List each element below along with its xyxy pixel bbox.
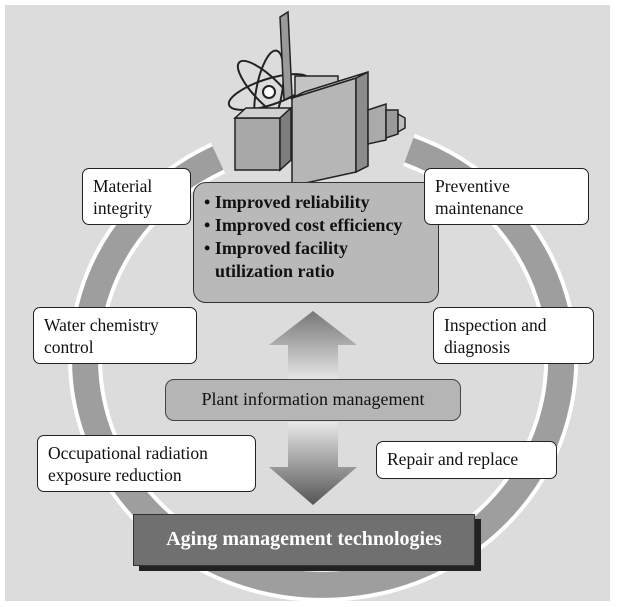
benefit-item: • Improved cost efficiency bbox=[204, 215, 403, 235]
chimney-icon bbox=[279, 10, 293, 102]
box-line: Repair and replace bbox=[387, 449, 519, 469]
box-line: Water chemistry bbox=[44, 315, 159, 335]
box-line: control bbox=[44, 337, 94, 357]
water-chemistry-control-box: Water chemistry control bbox=[33, 307, 197, 364]
box-line: integrity bbox=[93, 198, 153, 218]
inspection-and-diagnosis-box: Inspection and diagnosis bbox=[433, 307, 594, 364]
down-arrow bbox=[269, 422, 357, 505]
material-integrity-box: Material integrity bbox=[82, 168, 191, 225]
plant-information-management-box: Plant information management bbox=[165, 379, 461, 421]
cycle-ring bbox=[68, 134, 579, 602]
plant-illustration bbox=[227, 10, 406, 187]
benefit-item-continuation: utilization ratio bbox=[215, 261, 335, 281]
benefit-item: • Improved facility bbox=[204, 238, 348, 258]
box-line: Preventive bbox=[435, 176, 510, 196]
steam-turbine-icon bbox=[233, 70, 406, 187]
occupational-radiation-exposure-reduction-box: Occupational radiation exposure reductio… bbox=[37, 435, 256, 492]
box-line: exposure reduction bbox=[48, 465, 182, 485]
box-line: Inspection and bbox=[444, 315, 547, 335]
benefit-item: • Improved reliability bbox=[204, 192, 370, 212]
aging-management-technologies-box: Aging management technologies bbox=[133, 514, 475, 566]
benefits-box: • Improved reliability • Improved cost e… bbox=[193, 182, 439, 303]
box-line: Material bbox=[93, 176, 153, 196]
up-arrow bbox=[269, 311, 357, 380]
preventive-maintenance-box: Preventive maintenance bbox=[424, 168, 589, 225]
box-line: diagnosis bbox=[444, 337, 511, 357]
box-line: maintenance bbox=[435, 198, 524, 218]
box-line: Occupational radiation bbox=[48, 443, 208, 463]
repair-and-replace-box: Repair and replace bbox=[376, 441, 557, 479]
